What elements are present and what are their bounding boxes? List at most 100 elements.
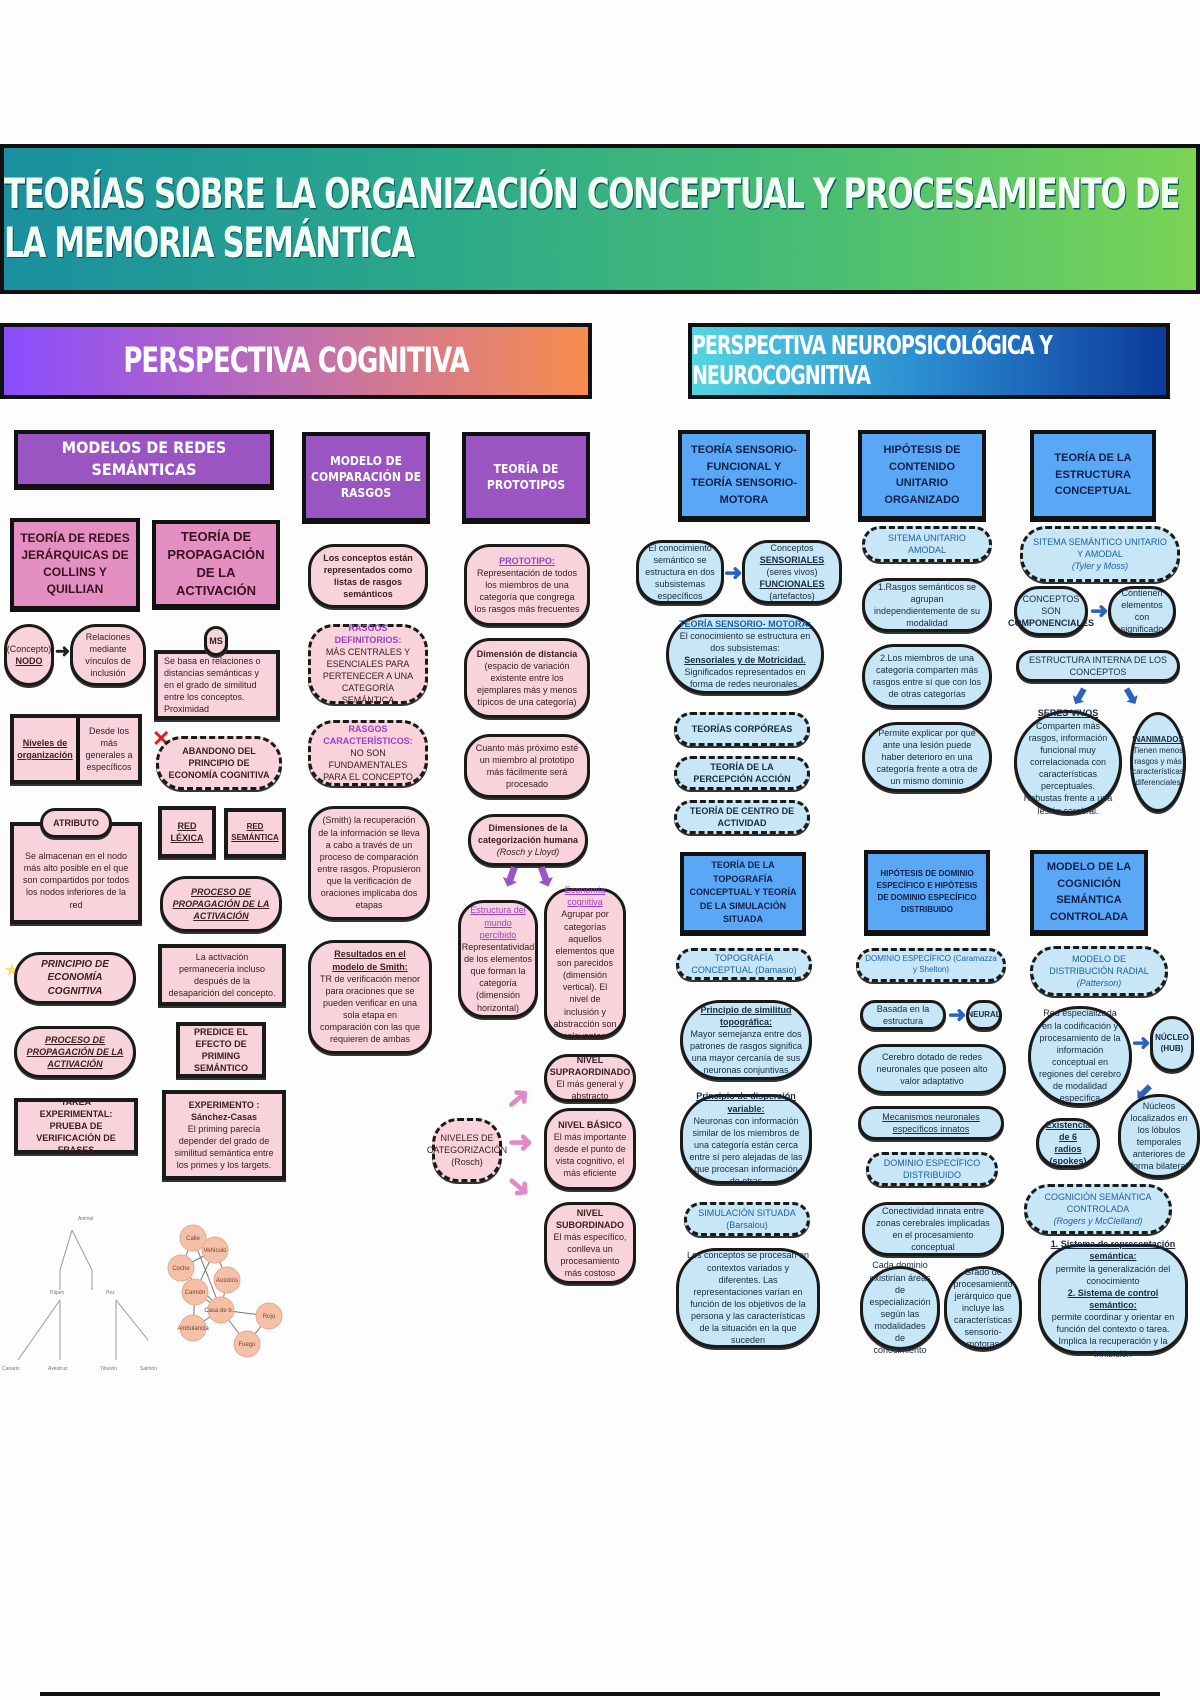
- tree-node-label: Tiburón: [100, 1366, 117, 1372]
- domain-specific-header: HIPÓTESIS DE DOMINIO ESPECÍFICO E HIPÓTE…: [864, 850, 990, 936]
- controlled-semantic-cognition-ref: (Rogers y McClelland): [1053, 1216, 1143, 1227]
- perceived-world-label: Estructura del mundo percibido: [470, 905, 526, 940]
- organization-levels-box: Niveles de organización Desde los más ge…: [10, 714, 142, 784]
- domain-specific-box: DOMINIO ESPECÍFICO (Caramazza y Shelton): [856, 948, 1006, 982]
- network-node-label: Ambulancia: [177, 1326, 209, 1332]
- network-node-label: Vehículo: [203, 1248, 227, 1254]
- tree-edge: [59, 1229, 73, 1271]
- arrow-right-icon: ➜: [1090, 598, 1109, 623]
- radial-distribution-box: MODELO DE DISTRIBUCIÓN RADIAL (Patterson…: [1030, 946, 1168, 996]
- adaptive-networks-box: Cerebro dotado de redes neuronales que p…: [858, 1044, 1006, 1094]
- semantic-amodal-system-box: SITEMA SEMÁNTICO UNITARIO Y AMODAL (Tyle…: [1020, 526, 1180, 582]
- variable-dispersion-text: Neuronas con información similar de los …: [689, 1115, 803, 1187]
- functional-label: FUNCIONALES: [759, 579, 825, 590]
- semantic-distance-box: Se basa en relaciones o distancias semán…: [154, 650, 280, 720]
- perceived-world-text: Representatividad de los elementos que f…: [461, 941, 535, 1013]
- network-node: [179, 1314, 207, 1342]
- characteristic-features-text: NO SON FUNDAMENTALES PARA EL CONCEPTO: [323, 747, 413, 783]
- cognitive-economy-label: Economía cognitiva: [564, 885, 606, 908]
- conceptual-structure-header: TEORÍA DE LA ESTRUCTURA CONCEPTUAL: [1030, 430, 1156, 522]
- cognitive-economy-text: Agrupar por categorías aquellos elemento…: [553, 909, 617, 1041]
- living-beings-box: SERES VIVOS Comparten más rasgos, inform…: [1014, 708, 1122, 816]
- arrow-right-icon: ➜: [508, 1126, 534, 1159]
- smith-results-label: Resultados en el modelo de Smith:: [332, 949, 408, 972]
- subordinate-level-label: NIVEL SUBORDINADO: [555, 1207, 624, 1230]
- cognitive-perspective-header: PERSPECTIVA COGNITIVA: [0, 323, 592, 399]
- tree-node-label: Salmón: [140, 1366, 157, 1372]
- tree-edge: [115, 1299, 149, 1341]
- collins-quillian-header: TEORÍA DE REDES JERÁRQUICAS DE COLLINS Y…: [10, 518, 140, 612]
- basic-level-box: NIVEL BÁSICO El más importante desde el …: [544, 1108, 636, 1190]
- semantic-priming-box: PREDICE EL EFECTO DE PRIMING SEMÁNTICO: [176, 1022, 266, 1078]
- controlled-cognition-header: MODELO DE LA COGNICIÓN SEMÁNTICA CONTROL…: [1030, 850, 1148, 936]
- tree-edge: [17, 1299, 61, 1361]
- feature-comparison-header: MODELO DE COMPARACIÓN DE RASGOS: [302, 432, 430, 524]
- inanimate-box: INANIMADOS Tienen menos rasgos y más car…: [1130, 712, 1186, 812]
- tree-node-label: Avestruz: [48, 1366, 68, 1372]
- economy-principle-box: PRINCIPIO DE ECONOMÍA COGNITIVA: [14, 952, 136, 1004]
- componential-label-a: CONCEPTOS SON: [1022, 593, 1080, 616]
- network-node-label: Calle: [186, 1236, 200, 1242]
- ms-badge: MS: [204, 626, 228, 656]
- network-node-label: Casa de b…: [204, 1308, 237, 1314]
- functional-ref: (artefactos): [769, 591, 815, 602]
- organization-levels-text: Desde los más generales a específicos: [85, 725, 133, 773]
- radial-distribution-label: MODELO DE DISTRIBUCIÓN RADIAL: [1049, 953, 1149, 976]
- meaningful-elements-box: Contienen elementos con significado: [1108, 586, 1176, 636]
- neural-box: NEURAL: [966, 1000, 1002, 1030]
- network-node: [255, 1302, 283, 1330]
- defining-features-text: MÁS CENTRALES Y ESENCIALES PARA PERTENEC…: [322, 646, 414, 706]
- attribute-label: ATRIBUTO: [40, 808, 112, 838]
- prototype-theory-header: TEORÍA DE PROTOTIPOS: [462, 432, 590, 524]
- categorization-dimensions-ref: (Rosch y Lloyd): [496, 847, 560, 858]
- unitary-content-header: HIPÓTESIS DE CONTENIDO UNITARIO ORGANIZA…: [858, 430, 986, 522]
- controlled-semantic-cognition-label: COGNICIÓN SEMÁNTICA CONTROLADA: [1044, 1191, 1152, 1214]
- defining-features-label: RASGOS DEFINITORIOS:: [334, 622, 402, 645]
- perceived-world-box: Estructura del mundo percibido Represent…: [458, 900, 538, 1018]
- spreading-activation-header: TEORÍA DE PROPAGACIÓN DE LA ACTIVACIÓN: [152, 520, 280, 610]
- semantic-distance-text: Se basa en relaciones o distancias semán…: [164, 655, 261, 715]
- network-node-label: Fuego: [238, 1342, 256, 1348]
- arrow-right-icon: ➜: [948, 1002, 967, 1027]
- hub-box: NÚCLEO (HUB): [1150, 1016, 1194, 1072]
- network-node: [233, 1330, 261, 1358]
- features-grouped-box: 1.Rasgos semánticos se agrupan independi…: [862, 578, 992, 632]
- sensory-ref: (seres vivos): [766, 566, 818, 577]
- specialized-network-box: Red especializada en la codificación y p…: [1028, 1006, 1132, 1106]
- hierarchical-tree-diagram: Animal Pájaro Pez Canario Avestruz Tibur…: [2, 1216, 157, 1372]
- network-node: [201, 1236, 229, 1264]
- representation-system-label: 1. Sistema de representación semántica:: [1050, 1239, 1176, 1262]
- sensory-label: SENSORIALES: [759, 554, 825, 565]
- basic-level-text: El más importante desde el punto de vist…: [553, 1131, 627, 1179]
- defining-features-box: RASGOS DEFINITORIOS: MÁS CENTRALES Y ESE…: [308, 622, 428, 706]
- sensory-motor-text: El conocimiento se estructura en dos sub…: [679, 630, 811, 653]
- sensory-functional-header: TEORÍA SENSORIO-FUNCIONAL Y TEORÍA SENSO…: [678, 430, 810, 522]
- main-title-banner: TEORÍAS SOBRE LA ORGANIZACIÓN CONCEPTUAL…: [0, 144, 1200, 294]
- tree-node-label: Pájaro: [50, 1290, 65, 1296]
- specialization-areas-box: Cada dominio existirían áreas de especia…: [860, 1260, 940, 1355]
- distance-dimension-label: Dimensión de distancia: [476, 648, 578, 659]
- temporal-lobes-box: Núcleos localizados en los lóbulos tempo…: [1118, 1094, 1200, 1178]
- categorization-dimensions-box: Dimensiones de la categorización humana …: [468, 814, 588, 866]
- persistent-activation-box: La activación permanecería incluso despu…: [158, 944, 286, 1006]
- economy-abandon-box: ABANDONO DEL PRINCIPIO DE ECONOMÍA COGNI…: [156, 736, 282, 790]
- structure-based-box: Basada en la estructura: [860, 1000, 946, 1030]
- shared-features-box: 2.Los miembros de una categoría comparte…: [862, 644, 992, 708]
- cognitive-perspective-title: PERSPECTIVA COGNITIVA: [123, 340, 469, 382]
- node-concept-label: (Concepto): [6, 643, 52, 654]
- conceptual-topography-header: TEORÍA DE LA TOPOGRAFÍA CONCEPTUAL Y TEO…: [680, 852, 806, 936]
- main-title: TEORÍAS SOBRE LA ORGANIZACIÓN CONCEPTUAL…: [4, 170, 1180, 268]
- subordinate-level-text: El más específico, conlleva un procesami…: [553, 1231, 627, 1279]
- semantic-amodal-system-ref: (Tyler y Moss): [1071, 561, 1129, 572]
- perception-action-box: TEORÍA DE LA PERCEPCIÓN ACCIÓN: [674, 756, 810, 790]
- distributed-domain-box: DOMINIO ESPECÍFICO DISTRIBUIDO: [866, 1152, 998, 1186]
- topographic-similarity-box: Principio de similitud topográfica: Mayo…: [680, 1000, 812, 1080]
- embodied-theories-box: TEORÍAS CORPÓREAS: [674, 712, 810, 746]
- bottom-divider: [40, 1692, 1160, 1696]
- control-systems-box: 1. Sistema de representación semántica: …: [1038, 1239, 1188, 1359]
- network-node: [179, 1224, 207, 1252]
- semantic-networks-header: MODELOS DE REDES SEMÁNTICAS: [14, 430, 274, 490]
- network-node-label: Coche: [172, 1266, 190, 1272]
- feature-lists-box: Los conceptos están representados como l…: [308, 544, 428, 608]
- lexical-network-box: RED LÉXICA: [158, 806, 216, 858]
